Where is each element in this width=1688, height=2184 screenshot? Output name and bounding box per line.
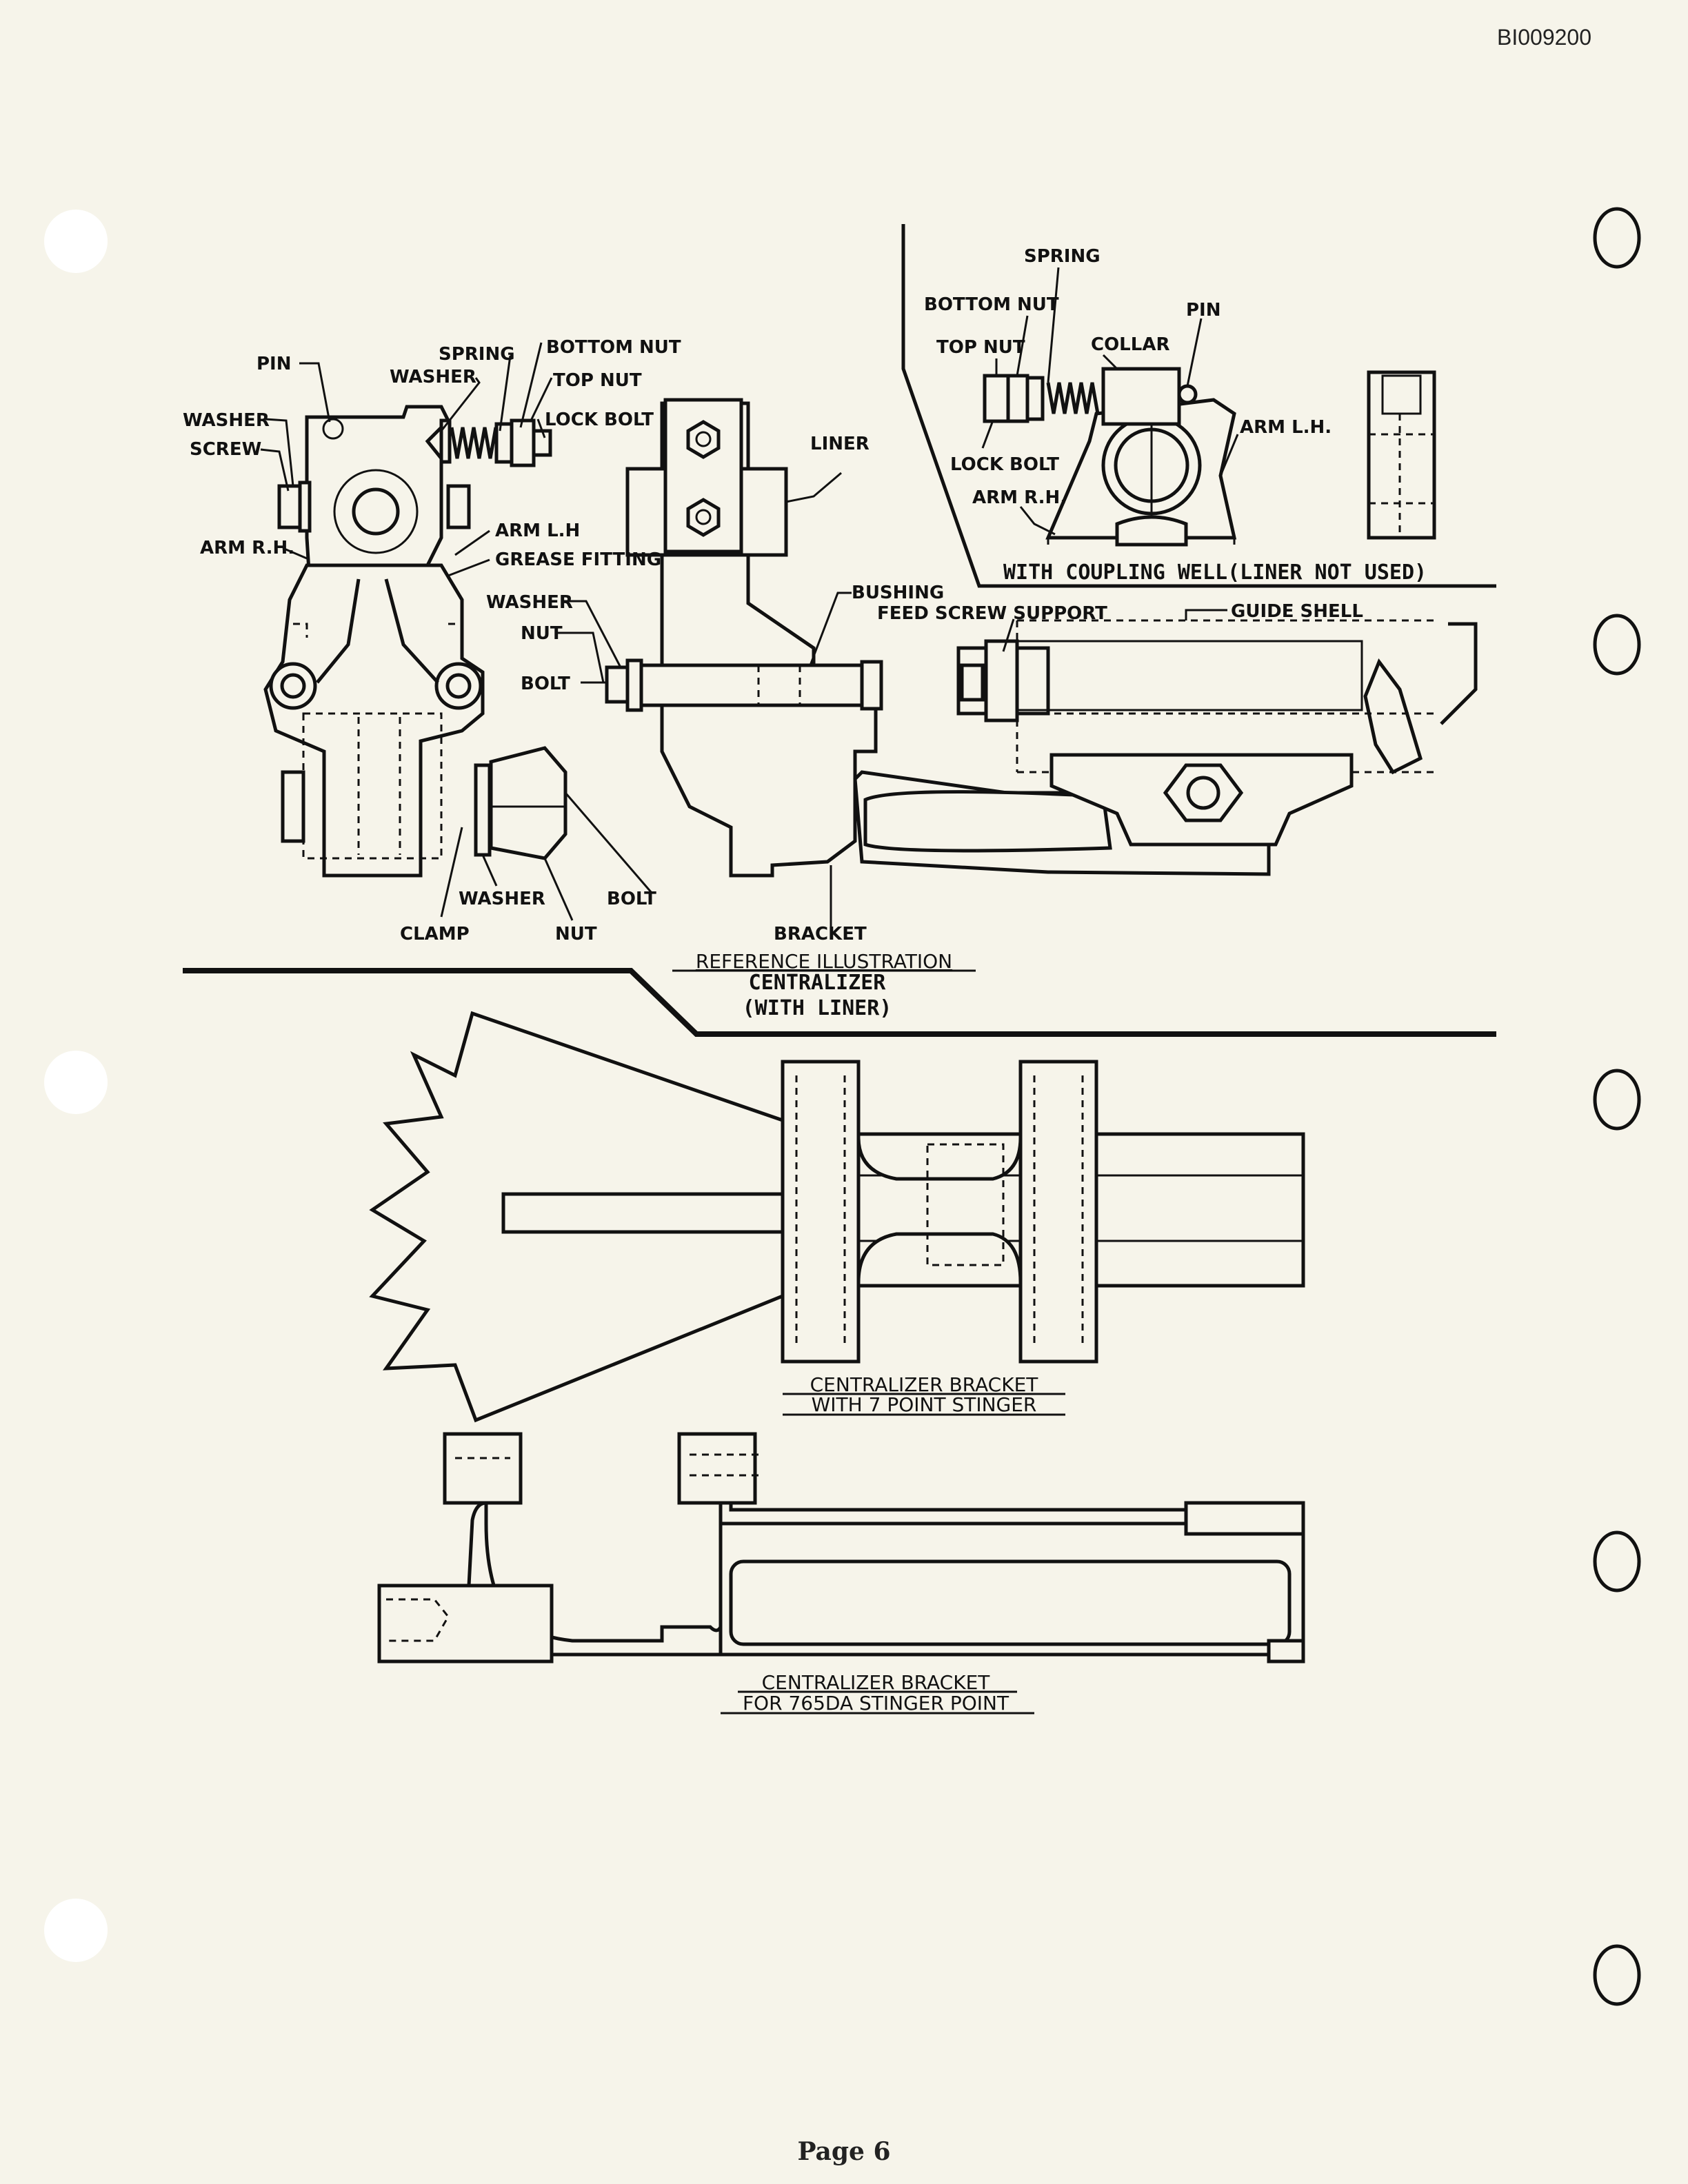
inset-label-arm-rh: ARM R.H. <box>972 487 1067 508</box>
label-feed-screw-support: FEED SCREW SUPPORT <box>877 603 1107 624</box>
figure-captions: REFERENCE ILLUSTRATION CENTRALIZER (WITH… <box>672 950 1065 1715</box>
label-bottom-nut: BOTTOM NUT <box>546 337 681 358</box>
inset-label-spring: SPRING <box>1024 246 1101 267</box>
label-arm-rh: ARM R.H. <box>200 538 294 558</box>
label-washer-top: WASHER <box>390 367 476 387</box>
inset-label-pin: PIN <box>1186 300 1221 321</box>
inset-label-arm-lh: ARM L.H. <box>1240 417 1332 438</box>
inset-label-lock-bolt: LOCK BOLT <box>950 454 1059 475</box>
label-washer-bottom: WASHER <box>459 889 545 909</box>
page-number: Page 6 <box>797 2137 891 2166</box>
centralizer-arm-assembly <box>263 405 567 878</box>
label-nut-mid: NUT <box>521 623 563 644</box>
bracket-and-liner <box>605 398 1478 878</box>
caption-stinger765-line1: CENTRALIZER BRACKET <box>762 1671 991 1694</box>
inset-label-bottom-nut: BOTTOM NUT <box>924 294 1059 315</box>
label-washer-mid: WASHER <box>486 592 573 613</box>
label-bolt-mid: BOLT <box>521 674 570 694</box>
coupling-well-inset <box>983 367 1436 547</box>
label-arm-lh: ARM L.H <box>495 520 580 541</box>
label-bushing: BUSHING <box>852 583 944 603</box>
label-top-nut: TOP NUT <box>553 370 642 391</box>
caption-reference-line1: REFERENCE ILLUSTRATION <box>696 950 952 973</box>
label-pin: PIN <box>257 354 292 374</box>
stinger-765da-drawing <box>377 1432 1305 1664</box>
label-guide-shell: GUIDE SHELL <box>1231 601 1363 622</box>
leader-lines <box>260 267 1239 927</box>
caption-reference-line2: CENTRALIZER <box>749 971 887 995</box>
document-id: BI009200 <box>1496 25 1591 50</box>
binder-holes <box>44 207 1641 2006</box>
label-bracket: BRACKET <box>774 924 867 944</box>
caption-stinger765-line2: FOR 765DA STINGER POINT <box>743 1692 1009 1715</box>
caption-stinger7-line2: WITH 7 POINT STINGER <box>812 1393 1037 1416</box>
inset-caption: WITH COUPLING WELL(LINER NOT USED) <box>1003 560 1427 585</box>
label-bolt-bottom: BOLT <box>607 889 656 909</box>
section-dividers <box>183 224 1496 1037</box>
label-liner: LINER <box>810 434 870 454</box>
label-nut-bottom: NUT <box>555 924 597 944</box>
label-lock-bolt: LOCK BOLT <box>545 410 654 430</box>
stinger-7-point-drawing <box>369 1011 1305 1423</box>
label-clamp: CLAMP <box>400 924 470 944</box>
inset-label-top-nut: TOP NUT <box>936 337 1025 358</box>
label-grease-fitting: GREASE FITTING <box>495 549 661 570</box>
inset-labels: SPRING BOTTOM NUT PIN TOP NUT COLLAR LOC… <box>924 246 1427 585</box>
caption-stinger7-line1: CENTRALIZER BRACKET <box>810 1373 1039 1396</box>
label-spring: SPRING <box>439 344 515 365</box>
reference-labels: PIN WASHER SPRING BOTTOM NUT TOP NUT LOC… <box>183 337 1363 944</box>
caption-reference-line3: (WITH LINER) <box>743 996 892 1020</box>
label-washer-left: WASHER <box>183 410 270 431</box>
inset-label-collar: COLLAR <box>1091 334 1169 355</box>
label-screw: SCREW <box>190 439 261 460</box>
